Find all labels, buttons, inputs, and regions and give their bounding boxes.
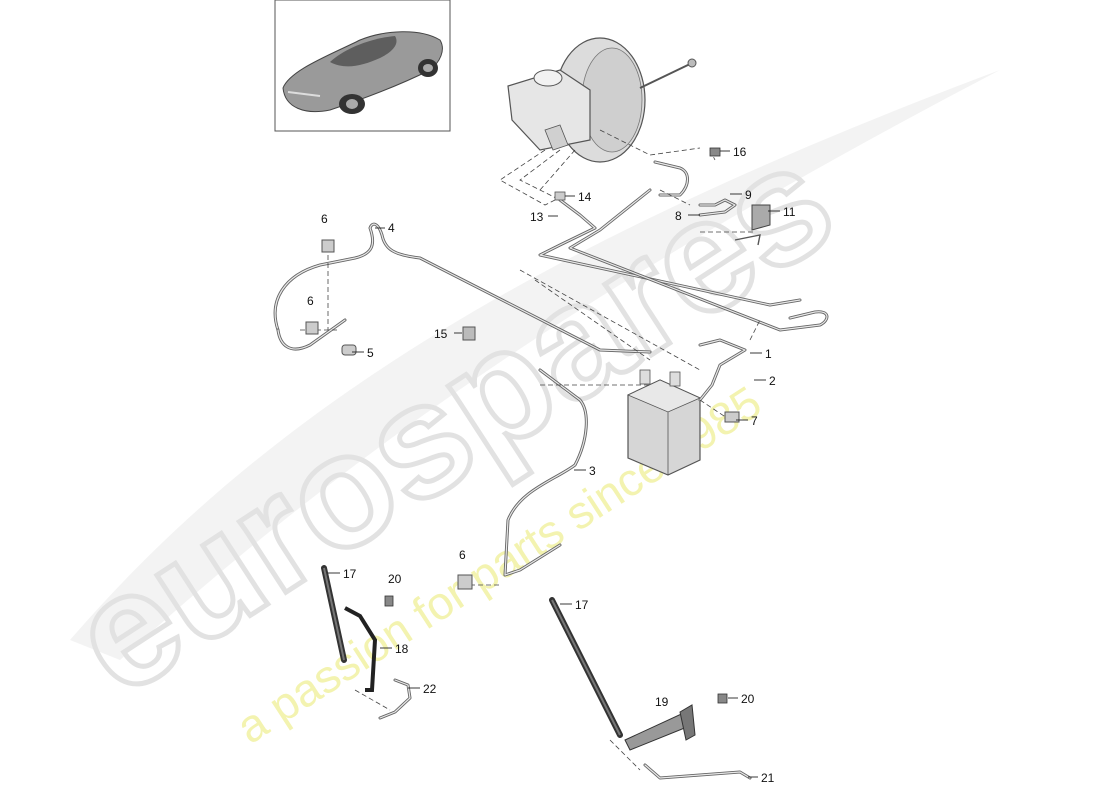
brake-pipe-8-9 — [653, 160, 737, 217]
clip-6-mid — [305, 321, 319, 335]
brake-pipes — [273, 160, 829, 577]
fluid-reservoir-cap — [533, 69, 563, 87]
callout-14: 14 — [578, 190, 592, 204]
callout-4: 4 — [388, 221, 395, 235]
brake-hose-left-assembly — [321, 565, 412, 720]
bracket-11 — [734, 204, 771, 246]
abs-hydraulic-unit — [627, 369, 701, 476]
master-cylinder — [507, 69, 591, 151]
callout-labels: 1 2 3 4 5 6 6 6 7 8 9 11 13 14 15 16 17 … — [307, 145, 796, 785]
callout-6-top: 6 — [321, 212, 328, 226]
leader-lines — [328, 150, 780, 778]
callout-21: 21 — [761, 771, 775, 785]
bolt-20-left — [384, 595, 394, 607]
brake-booster-assembly — [507, 37, 697, 163]
car-icon — [282, 31, 443, 114]
clip-15 — [462, 326, 476, 341]
callout-22: 22 — [423, 682, 437, 696]
fitting-14 — [554, 191, 566, 201]
callout-6-low: 6 — [459, 548, 466, 562]
callout-16: 16 — [733, 145, 747, 159]
brake-pipe-1 — [568, 188, 829, 332]
brake-pipe-3 — [503, 368, 588, 577]
callout-7: 7 — [751, 414, 758, 428]
callout-2: 2 — [769, 374, 776, 388]
callout-8: 8 — [675, 209, 682, 223]
clip-6-low — [457, 574, 473, 590]
clip-5 — [341, 344, 357, 356]
watermark: eurospares a passion for parts since 198… — [39, 70, 1000, 753]
brake-pipe-21 — [643, 763, 752, 780]
bolt-16 — [709, 147, 721, 157]
brake-pipe-22 — [378, 678, 412, 720]
callout-1: 1 — [765, 347, 772, 361]
brake-pipe-4 — [273, 222, 652, 354]
brake-pipe-13 — [538, 198, 802, 307]
callout-13: 13 — [530, 210, 544, 224]
callout-19: 19 — [655, 695, 669, 709]
callout-17-right: 17 — [575, 598, 589, 612]
callout-20-left: 20 — [388, 572, 402, 586]
clip-7 — [724, 411, 740, 423]
callout-17-left: 17 — [343, 567, 357, 581]
vehicle-thumbnail — [274, 0, 451, 132]
brake-hose-17-left — [321, 565, 347, 663]
callout-15: 15 — [434, 327, 448, 341]
brake-hose-17-right — [549, 597, 623, 738]
assembly-lines — [300, 129, 761, 771]
callout-3: 3 — [589, 464, 596, 478]
brake-hose-right-assembly — [549, 597, 752, 780]
callout-6-mid: 6 — [307, 294, 314, 308]
callout-20-right: 20 — [741, 692, 755, 706]
callout-5: 5 — [367, 346, 374, 360]
bracket-19 — [624, 704, 696, 751]
clip-6-top — [321, 239, 335, 253]
watermark-swoosh — [70, 70, 1000, 660]
brake-pipe-2 — [698, 338, 747, 402]
callout-18: 18 — [395, 642, 409, 656]
hardware-parts — [305, 147, 771, 704]
callout-9: 9 — [745, 188, 752, 202]
callout-11: 11 — [783, 205, 796, 219]
bracket-18 — [344, 606, 378, 692]
bolt-20-right — [717, 693, 728, 704]
